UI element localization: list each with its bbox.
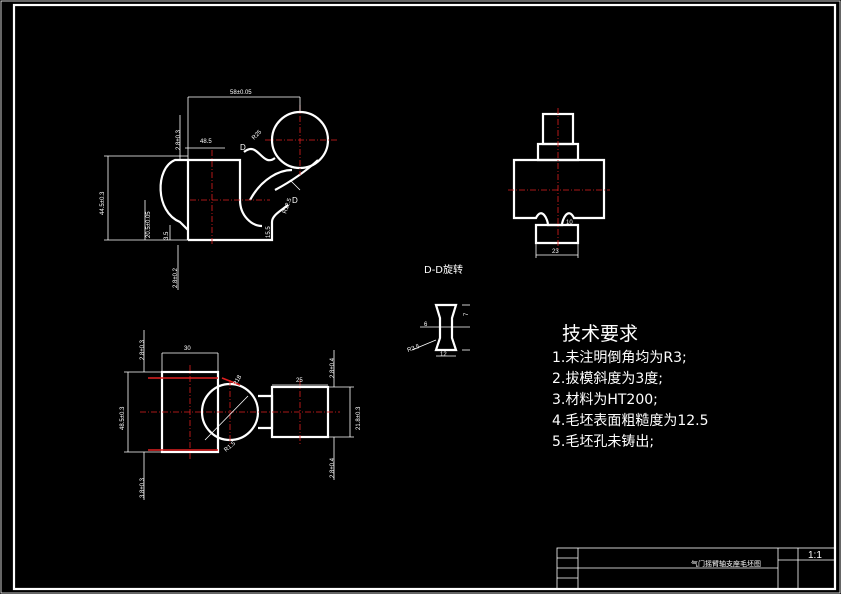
dim-top-2-8-b: 2.8±0.4 (330, 357, 336, 378)
tech-requirement-5: 5.毛坯孔未铸出; (552, 434, 654, 450)
part-name: 气门摇臂轴支座毛坯图 (691, 559, 761, 568)
view-marker-d-right: D (292, 196, 298, 205)
dim-48-5-03: 48.5±0.3 (120, 406, 126, 430)
scale-value: 1:1 (808, 550, 822, 561)
dim-top-2-8-c: 2.8±0.4 (330, 457, 336, 478)
dim-44-5: 44.5±0.3 (100, 191, 106, 215)
dim-21-8: 21.8±0.3 (356, 406, 362, 430)
tech-requirement-1: 1.未注明倒角均为R3; (552, 350, 687, 366)
side-view: 23 10 (508, 108, 610, 258)
top-view: 30 2.8±0.3 48.5±0.3 3.8±0.3 25 2.8±0.4 2… (120, 330, 362, 500)
dim-3-8: 3.8±0.3 (140, 477, 146, 498)
tech-requirements-title: 技术要求 (562, 323, 638, 345)
drawing-frame (12, 3, 837, 591)
title-block: 气门摇臂轴支座毛坯图 1:1 (556, 547, 836, 590)
dim-top-2-8-a: 2.8±0.3 (140, 339, 146, 360)
dim-10: 10 (566, 220, 573, 226)
dim-3-5: 3.5 (164, 231, 170, 240)
tech-requirement-4: 4.毛坯表面粗糙度为12.5 (552, 413, 709, 429)
section-dd: R3.5 12 6 7 (407, 303, 470, 358)
front-view: 58±0.05 48.5 44.5±0.3 20.5±0.05 3.5 2.8±… (100, 90, 338, 290)
dim-30: 30 (184, 346, 191, 352)
dim-R25: R25 (251, 129, 263, 141)
dim-15-5: 15.5 (266, 226, 272, 238)
dim-23: 23 (552, 249, 559, 255)
dim-48-5: 48.5 (200, 139, 212, 145)
tech-requirement-3: 3.材料为HT200; (552, 392, 658, 408)
dim-58: 58±0.05 (230, 90, 252, 96)
dim-R12-5: R12.5 (282, 197, 293, 215)
dim-7: 7 (464, 312, 470, 316)
dim-front-2-8-b: 2.8±0.3 (176, 129, 182, 150)
tech-requirements: 技术要求 1.未注明倒角均为R3; 2.拔模斜度为3度; 3.材料为HT200;… (552, 323, 709, 450)
dim-25: 25 (296, 378, 303, 384)
view-marker-d-left: D (240, 143, 246, 152)
dim-R18: R18 (233, 374, 244, 387)
dim-20-5: 20.5±0.05 (146, 211, 152, 238)
dim-12: 12 (440, 352, 447, 358)
dim-R3-5: R3.5 (407, 344, 422, 354)
tech-requirement-2: 2.拔模斜度为3度; (552, 371, 663, 387)
dim-6: 6 (424, 322, 428, 328)
dim-R1-5: R1.5 (223, 440, 237, 453)
dim-front-2-8-a: 2.8±0.2 (173, 267, 179, 288)
section-label: D-D旋转 (424, 263, 463, 276)
